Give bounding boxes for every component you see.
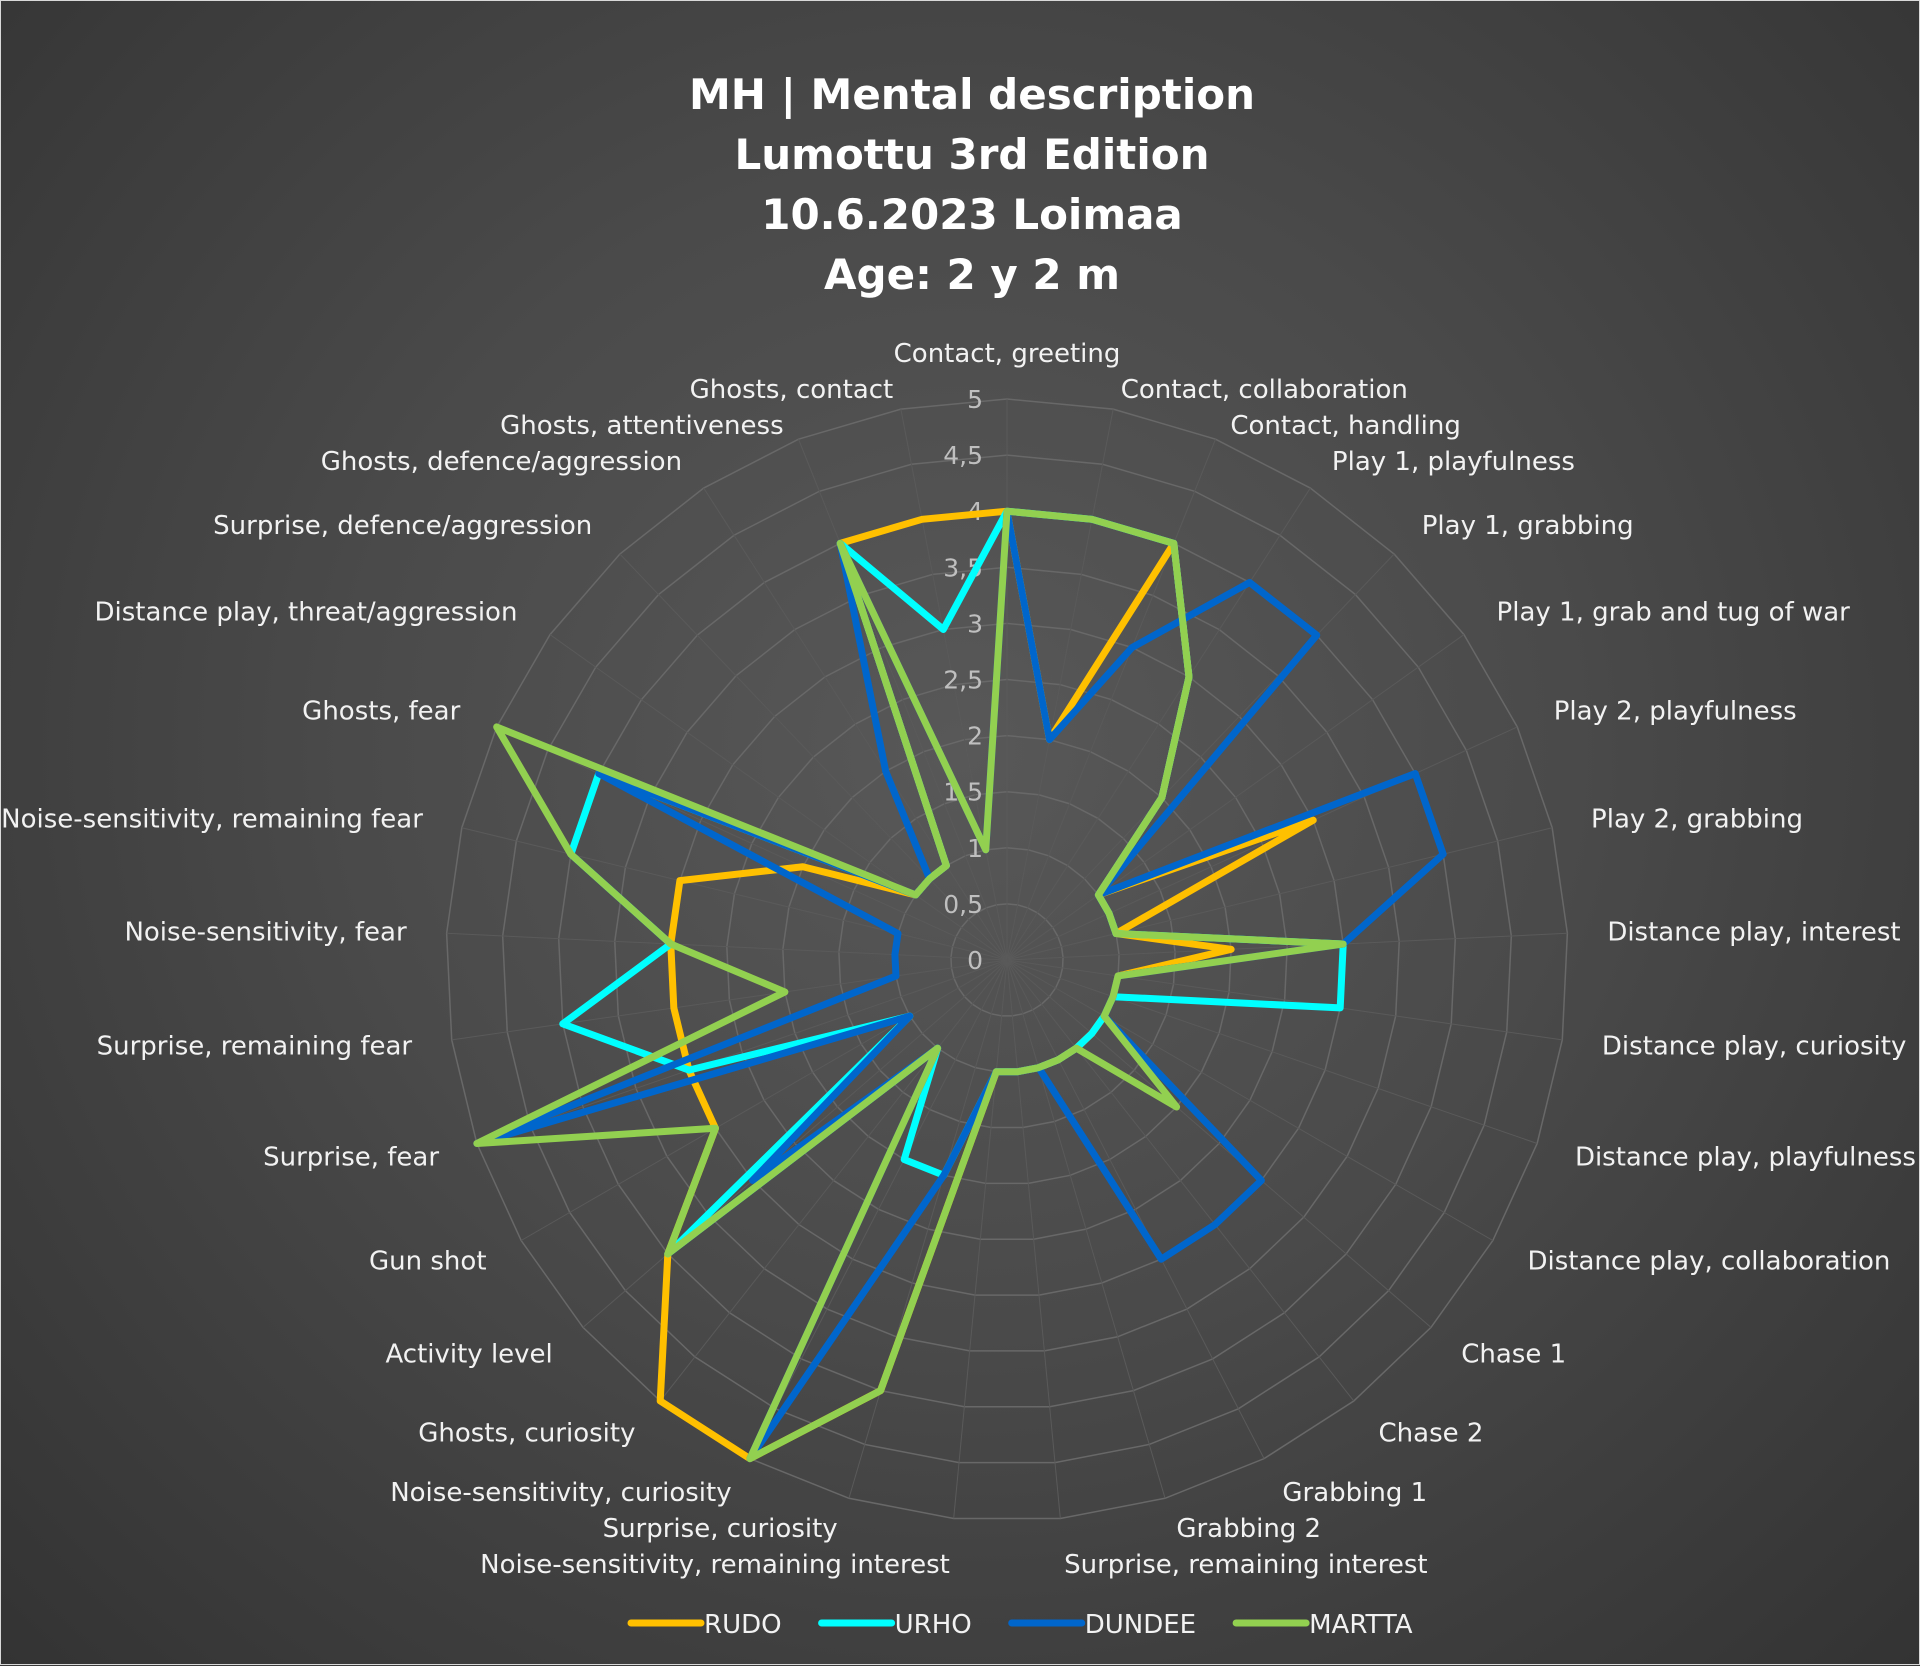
category-label: Play 1, playfulness [1332,447,1575,477]
legend-label: MARTTA [1309,1610,1413,1640]
category-label: Activity level [385,1340,552,1370]
category-label: Contact, collaboration [1121,375,1408,405]
grid-spoke [1007,960,1264,1459]
category-label: Chase 2 [1379,1418,1484,1448]
category-label: Surprise, defence/aggression [213,511,592,541]
tick-label: 3 [967,609,983,638]
tick-label: 2 [967,722,983,751]
category-label: Noise-sensitivity, fear [124,917,407,947]
tick-label: 2,5 [943,666,983,695]
category-label: Chase 1 [1461,1340,1566,1370]
category-label: Surprise, fear [263,1143,439,1173]
category-label: Surprise, curiosity [603,1514,838,1544]
legend-label: URHO [895,1610,972,1640]
tick-label: 4,5 [943,441,983,470]
category-label: Contact, handling [1230,411,1461,441]
category-label: Contact, greeting [894,339,1121,369]
tick-labels: 00,511,522,533,544,55 [943,385,983,975]
category-label: Ghosts, attentiveness [500,411,784,441]
series-lines [477,511,1443,1459]
category-label: Noise-sensitivity, remaining fear [1,804,423,834]
category-label: Noise-sensitivity, curiosity [390,1478,731,1508]
series-rudo [660,511,1313,1458]
category-label: Distance play, playfulness [1575,1143,1916,1173]
grid-spoke [1007,960,1431,1327]
category-label: Noise-sensitivity, remaining interest [480,1550,950,1580]
legend: RUDO URHO DUNDEE MARTTA [631,1610,1413,1640]
tick-label: 0,5 [943,890,983,919]
tick-label: 5 [967,385,983,414]
category-label: Play 2, grabbing [1591,804,1803,834]
category-label: Ghosts, contact [690,375,894,405]
category-label: Ghosts, fear [302,696,460,726]
category-label: Ghosts, curiosity [418,1418,635,1448]
grid-spoke [750,960,1007,1459]
category-label: Ghosts, defence/aggression [321,447,682,477]
series-dundee [477,511,1443,1458]
grid-spoke [1007,960,1354,1401]
grid-spoke [1007,960,1562,1040]
category-label: Play 2, playfulness [1554,696,1797,726]
category-label: Grabbing 2 [1176,1514,1321,1544]
category-label: Distance play, collaboration [1527,1247,1890,1277]
category-label: Surprise, remaining interest [1064,1550,1427,1580]
category-label: Play 1, grab and tug of war [1497,597,1851,627]
category-label: Distance play, threat/aggression [94,597,517,627]
category-label: Play 1, grabbing [1422,511,1634,541]
legend-label: DUNDEE [1085,1610,1196,1640]
grid-spoke [849,960,1007,1498]
category-label: Gun shot [369,1247,487,1277]
category-label: Distance play, interest [1607,917,1900,947]
category-label: Distance play, curiosity [1602,1032,1906,1062]
category-label: Surprise, remaining fear [97,1032,413,1062]
tick-label: 0 [967,946,983,975]
legend-label: RUDO [704,1610,782,1640]
category-label: Grabbing 1 [1282,1478,1427,1508]
